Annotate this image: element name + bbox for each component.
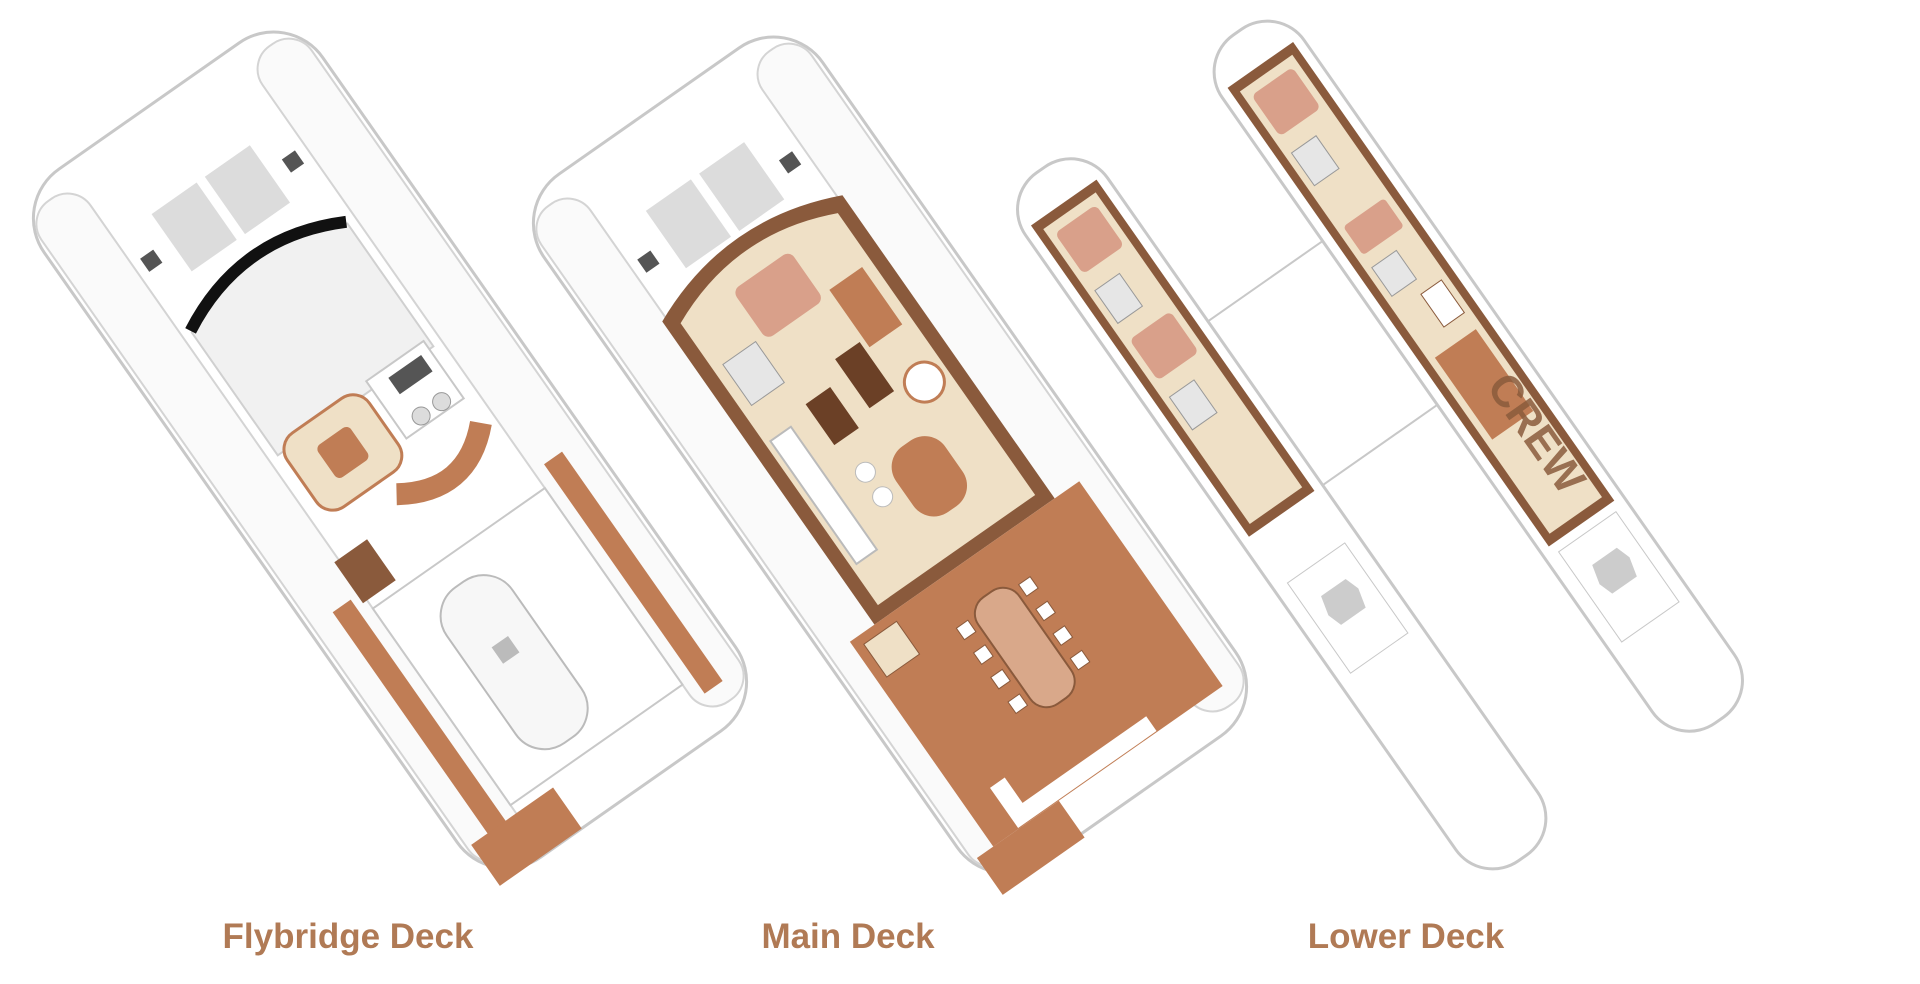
guest-bed-stbd bbox=[1253, 69, 1319, 135]
port-engine bbox=[1321, 578, 1366, 625]
swim-platform bbox=[976, 800, 1085, 895]
flybridge-stairs bbox=[334, 539, 396, 604]
aft-bench-seat bbox=[989, 716, 1157, 828]
saloon-table bbox=[805, 387, 859, 446]
lower-bridgedeck-line bbox=[1322, 404, 1438, 486]
hardtop-front-edge bbox=[185, 215, 347, 334]
bow-sunpad-right bbox=[204, 145, 291, 235]
lower-deck-label: Lower Deck bbox=[1307, 917, 1505, 956]
teak-side-deck bbox=[544, 451, 723, 694]
flybridge-table bbox=[317, 426, 369, 478]
aft-dining-chairs bbox=[955, 575, 1091, 715]
tender-boat bbox=[439, 574, 589, 751]
lower-deck-plan: CREW bbox=[1016, 19, 1744, 871]
main-deck-plan bbox=[531, 35, 1249, 895]
crew-galley bbox=[1434, 329, 1534, 440]
crew-bath bbox=[1371, 249, 1418, 298]
foredeck-sunpad-left bbox=[645, 179, 732, 269]
lower-bridgedeck-line bbox=[1207, 240, 1324, 323]
foredeck-sunpad-right bbox=[699, 142, 785, 231]
guest-bed-port bbox=[1057, 206, 1123, 272]
deck-hatch bbox=[778, 151, 802, 174]
guest-bath-stbd bbox=[1290, 135, 1340, 187]
deck-hatch bbox=[140, 249, 163, 272]
guest-bath-port bbox=[1094, 272, 1144, 325]
master-bed bbox=[735, 253, 821, 337]
deck-hatch bbox=[281, 150, 305, 173]
crew-stairs bbox=[1420, 279, 1466, 328]
aft-dining-table bbox=[973, 586, 1076, 709]
swim-platform bbox=[471, 787, 582, 886]
saloon-sofa bbox=[768, 425, 879, 566]
master-bath bbox=[722, 340, 786, 407]
flybridge-deck-plan bbox=[31, 30, 749, 886]
helm-station bbox=[364, 339, 466, 440]
main-spiral-stairs bbox=[902, 360, 946, 404]
helm-seat bbox=[411, 406, 431, 426]
flybridge-bar bbox=[395, 420, 492, 506]
deck-hatch bbox=[637, 250, 660, 273]
dining-table bbox=[835, 341, 895, 409]
saloon-chair bbox=[854, 461, 876, 483]
galley-counter bbox=[829, 266, 903, 348]
teak-side-deck bbox=[332, 599, 512, 842]
tender-console bbox=[491, 635, 520, 664]
guest-bed-port-2 bbox=[1131, 313, 1197, 379]
saloon-bar bbox=[891, 436, 968, 517]
main-stairs bbox=[863, 620, 921, 678]
guest-bath-port-2 bbox=[1168, 379, 1218, 431]
helm-console bbox=[388, 354, 433, 395]
main-deck-label: Main Deck bbox=[761, 917, 935, 956]
stbd-engine bbox=[1592, 547, 1637, 594]
bow-sunpad-left bbox=[151, 182, 237, 272]
saloon-chair bbox=[872, 486, 894, 508]
crew-bunk bbox=[1344, 199, 1403, 254]
flybridge-deck-label: Flybridge Deck bbox=[222, 917, 474, 956]
helm-seat bbox=[432, 392, 452, 412]
